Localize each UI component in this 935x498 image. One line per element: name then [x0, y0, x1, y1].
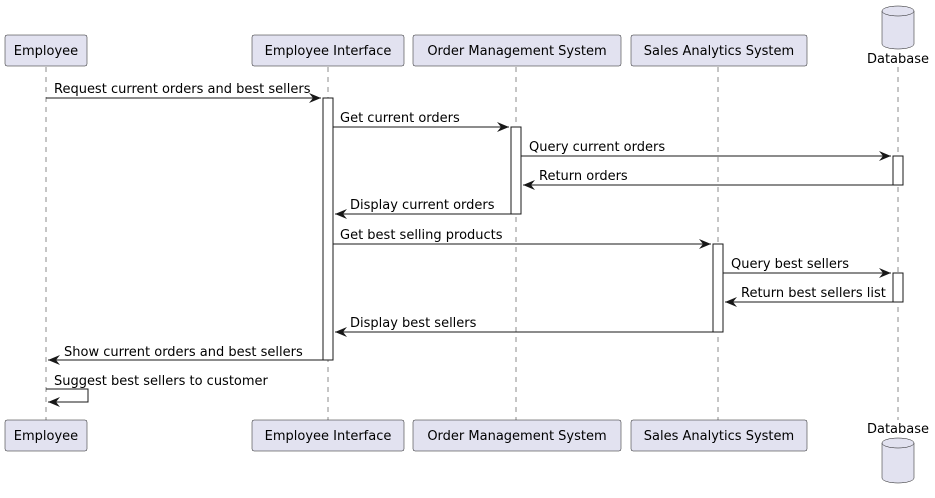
activation-database-orders: [892, 155, 904, 186]
activation-employee-interface: [322, 97, 334, 361]
participant-database-top: Database: [867, 5, 929, 67]
participant-label: Database: [867, 52, 929, 67]
participant-employee-interface-top: Employee Interface: [251, 34, 405, 67]
message-label: Show current orders and best sellers: [64, 345, 303, 360]
database-icon: [881, 5, 915, 50]
message-label: Query best sellers: [731, 257, 849, 272]
message-label: Request current orders and best sellers: [54, 82, 311, 97]
participant-employee-bottom: Employee: [4, 419, 88, 452]
activation-order-management-system: [510, 126, 522, 215]
activation-sales-analytics-system: [712, 243, 724, 333]
database-icon: [881, 437, 915, 484]
message-return-orders: Return orders: [523, 169, 893, 190]
message-get-current-orders: Get current orders: [333, 111, 509, 132]
activation-database-best-sellers: [892, 272, 904, 303]
participant-label: Order Management System: [427, 44, 606, 59]
message-get-best-selling-products: Get best selling products: [333, 228, 711, 249]
participant-label: Employee: [14, 44, 78, 59]
participant-label: Sales Analytics System: [644, 429, 794, 444]
message-label: Suggest best sellers to customer: [54, 374, 269, 389]
participant-label: Sales Analytics System: [644, 44, 794, 59]
message-suggest-best-sellers-self: Suggest best sellers to customer: [46, 374, 269, 407]
message-display-current-orders: Display current orders: [335, 198, 511, 219]
participant-sales-analytics-system-bottom: Sales Analytics System: [630, 419, 808, 452]
participant-label: Order Management System: [427, 429, 606, 444]
participant-database-bottom: Database: [867, 422, 929, 484]
message-label: Return best sellers list: [741, 286, 886, 301]
message-label: Get best selling products: [340, 228, 503, 243]
participant-employee-interface-bottom: Employee Interface: [251, 419, 405, 452]
message-request-orders: Request current orders and best sellers: [46, 82, 321, 103]
participant-employee-top: Employee: [4, 34, 88, 67]
message-label: Display best sellers: [350, 316, 477, 331]
participant-order-management-system-bottom: Order Management System: [412, 419, 622, 452]
message-label: Query current orders: [529, 140, 665, 155]
participant-label: Employee Interface: [265, 429, 392, 444]
message-query-best-sellers: Query best sellers: [723, 257, 891, 278]
message-display-best-sellers: Display best sellers: [335, 316, 713, 337]
message-show-orders-and-best-sellers: Show current orders and best sellers: [48, 345, 323, 365]
message-label: Display current orders: [350, 198, 495, 213]
participant-sales-analytics-system-top: Sales Analytics System: [630, 34, 808, 67]
message-label: Get current orders: [340, 111, 460, 126]
participant-label: Database: [867, 422, 929, 437]
participant-label: Employee: [14, 429, 78, 444]
participant-order-management-system-top: Order Management System: [412, 34, 622, 67]
message-label: Return orders: [539, 169, 628, 184]
message-return-best-sellers-list: Return best sellers list: [725, 286, 893, 307]
participant-label: Employee Interface: [265, 44, 392, 59]
message-query-current-orders: Query current orders: [521, 140, 891, 161]
